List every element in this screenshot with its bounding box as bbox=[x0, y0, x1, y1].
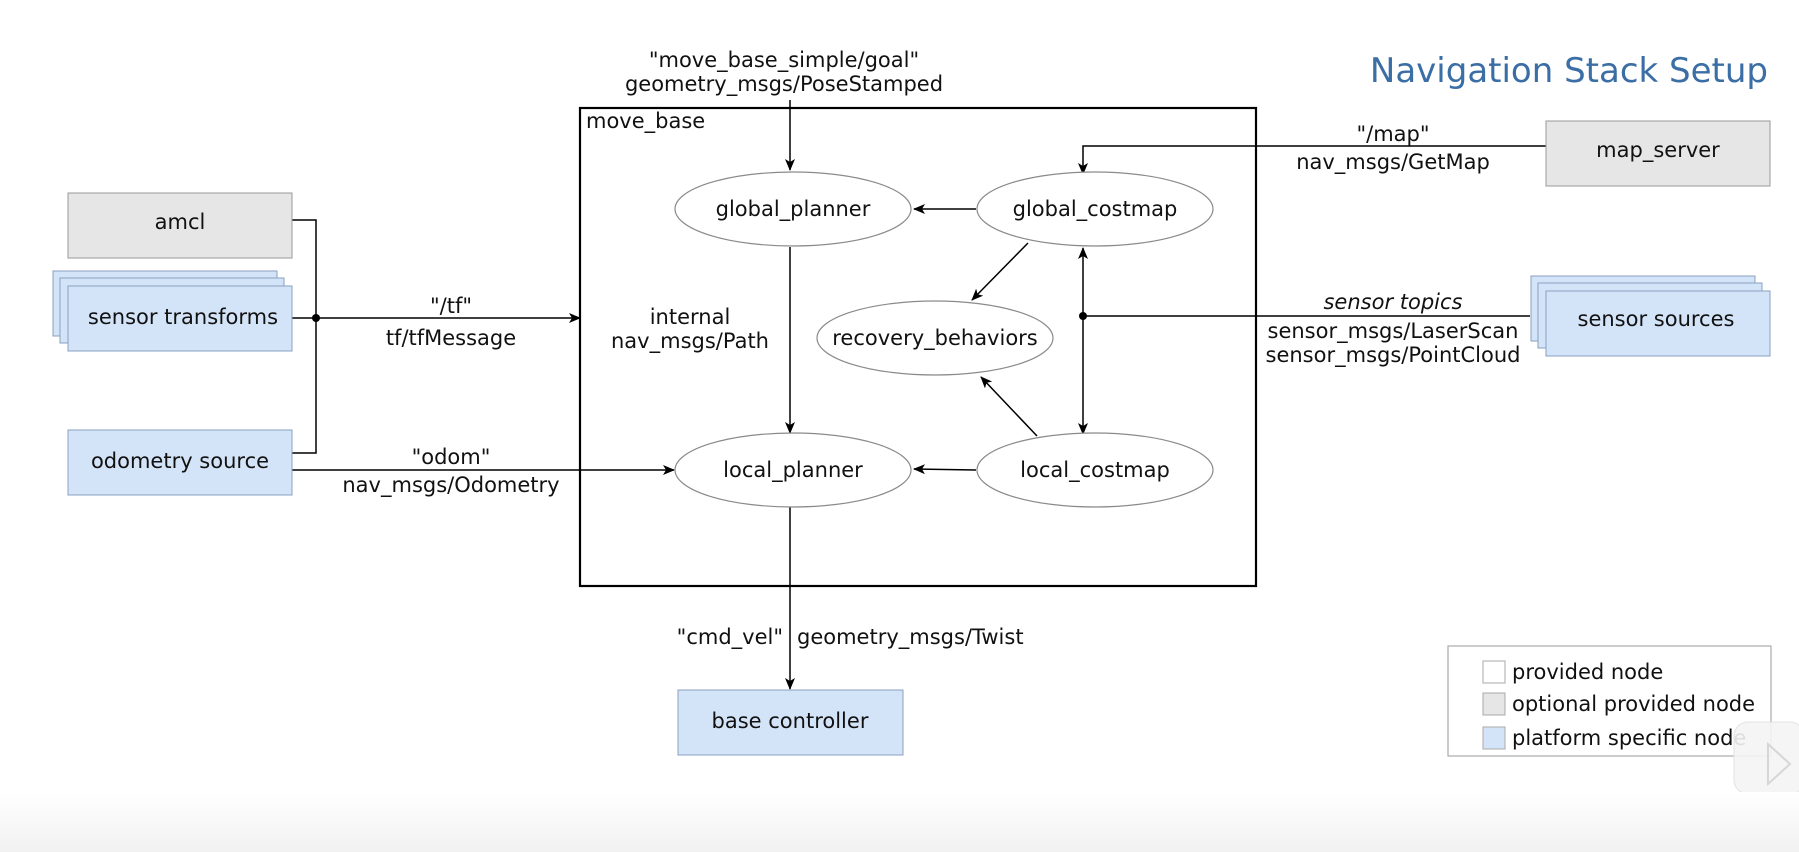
map-server-label: map_server bbox=[1596, 138, 1720, 163]
cmd-vel-type-label: geometry_msgs/Twist bbox=[797, 625, 1024, 650]
legend: provided node optional provided node pla… bbox=[1447, 645, 1772, 757]
legend-optional-label: optional provided node bbox=[1512, 692, 1755, 716]
base-controller-label: base controller bbox=[712, 709, 869, 733]
tf-topic-label: "/tf" bbox=[430, 294, 472, 318]
legend-optional-swatch bbox=[1482, 692, 1506, 716]
legend-provided-label: provided node bbox=[1512, 660, 1663, 684]
move-base-label: move_base bbox=[586, 109, 705, 134]
sensor-topics-label: sensor topics bbox=[1323, 290, 1462, 314]
sensor-transforms-node: sensor transforms bbox=[52, 270, 293, 352]
recovery-behaviors-node: recovery_behaviors bbox=[816, 300, 1054, 376]
global-costmap-label: global_costmap bbox=[1013, 197, 1178, 222]
sensor-transforms-label: sensor transforms bbox=[88, 305, 278, 329]
local-costmap-to-recovery-arrow bbox=[980, 376, 1038, 437]
recovery-behaviors-label: recovery_behaviors bbox=[832, 326, 1038, 351]
path-type-label: nav_msgs/Path bbox=[611, 329, 769, 354]
goal-topic-label: "move_base_simple/goal" bbox=[649, 48, 919, 73]
amcl-label: amcl bbox=[155, 210, 206, 234]
tf-bracket-line bbox=[292, 219, 317, 454]
diagram-title: Navigation Stack Setup bbox=[1370, 51, 1768, 91]
base-controller-node: base controller bbox=[677, 689, 904, 756]
local-costmap-label: local_costmap bbox=[1020, 458, 1170, 483]
global-planner-node: global_planner bbox=[674, 171, 912, 247]
goal-type-label: geometry_msgs/PoseStamped bbox=[625, 72, 943, 97]
global-planner-label: global_planner bbox=[716, 197, 871, 222]
map-topic-label: "/map" bbox=[1356, 122, 1429, 146]
tf-junction-dot bbox=[312, 314, 320, 322]
global-costmap-node: global_costmap bbox=[976, 171, 1214, 247]
cmd-vel-topic-label: "cmd_vel" bbox=[677, 625, 783, 650]
local-costmap-to-planner-arrow bbox=[913, 464, 977, 475]
odometry-source-node: odometry source bbox=[67, 429, 293, 496]
path-topic-label: internal bbox=[650, 305, 731, 329]
sensor-type-pointcloud-label: sensor_msgs/PointCloud bbox=[1266, 343, 1521, 368]
bottom-fade bbox=[0, 792, 1799, 852]
local-costmap-node: local_costmap bbox=[976, 432, 1214, 508]
move-base-container bbox=[578, 106, 1258, 588]
local-planner-label: local_planner bbox=[723, 458, 863, 483]
sensor-type-laserscan-label: sensor_msgs/LaserScan bbox=[1268, 319, 1519, 344]
global-costmap-to-recovery-arrow bbox=[971, 242, 1029, 301]
sensor-sources-label: sensor sources bbox=[1578, 307, 1735, 331]
amcl-node: amcl bbox=[67, 192, 293, 259]
sensor-sources-node: sensor sources bbox=[1530, 275, 1771, 357]
legend-platform-swatch bbox=[1482, 726, 1506, 750]
tf-type-label: tf/tfMessage bbox=[386, 326, 516, 350]
play-button[interactable] bbox=[1733, 721, 1799, 795]
local-planner-node: local_planner bbox=[674, 432, 912, 508]
odometry-source-label: odometry source bbox=[91, 449, 269, 473]
legend-provided-swatch bbox=[1482, 660, 1506, 684]
map-server-node: map_server bbox=[1545, 120, 1771, 187]
odom-topic-label: "odom" bbox=[412, 445, 491, 469]
map-type-label: nav_msgs/GetMap bbox=[1296, 150, 1490, 175]
map-arrow bbox=[1078, 145, 1546, 175]
odom-type-label: nav_msgs/Odometry bbox=[342, 473, 559, 498]
play-icon bbox=[1767, 741, 1792, 787]
legend-platform-label: platform specific node bbox=[1512, 726, 1746, 750]
